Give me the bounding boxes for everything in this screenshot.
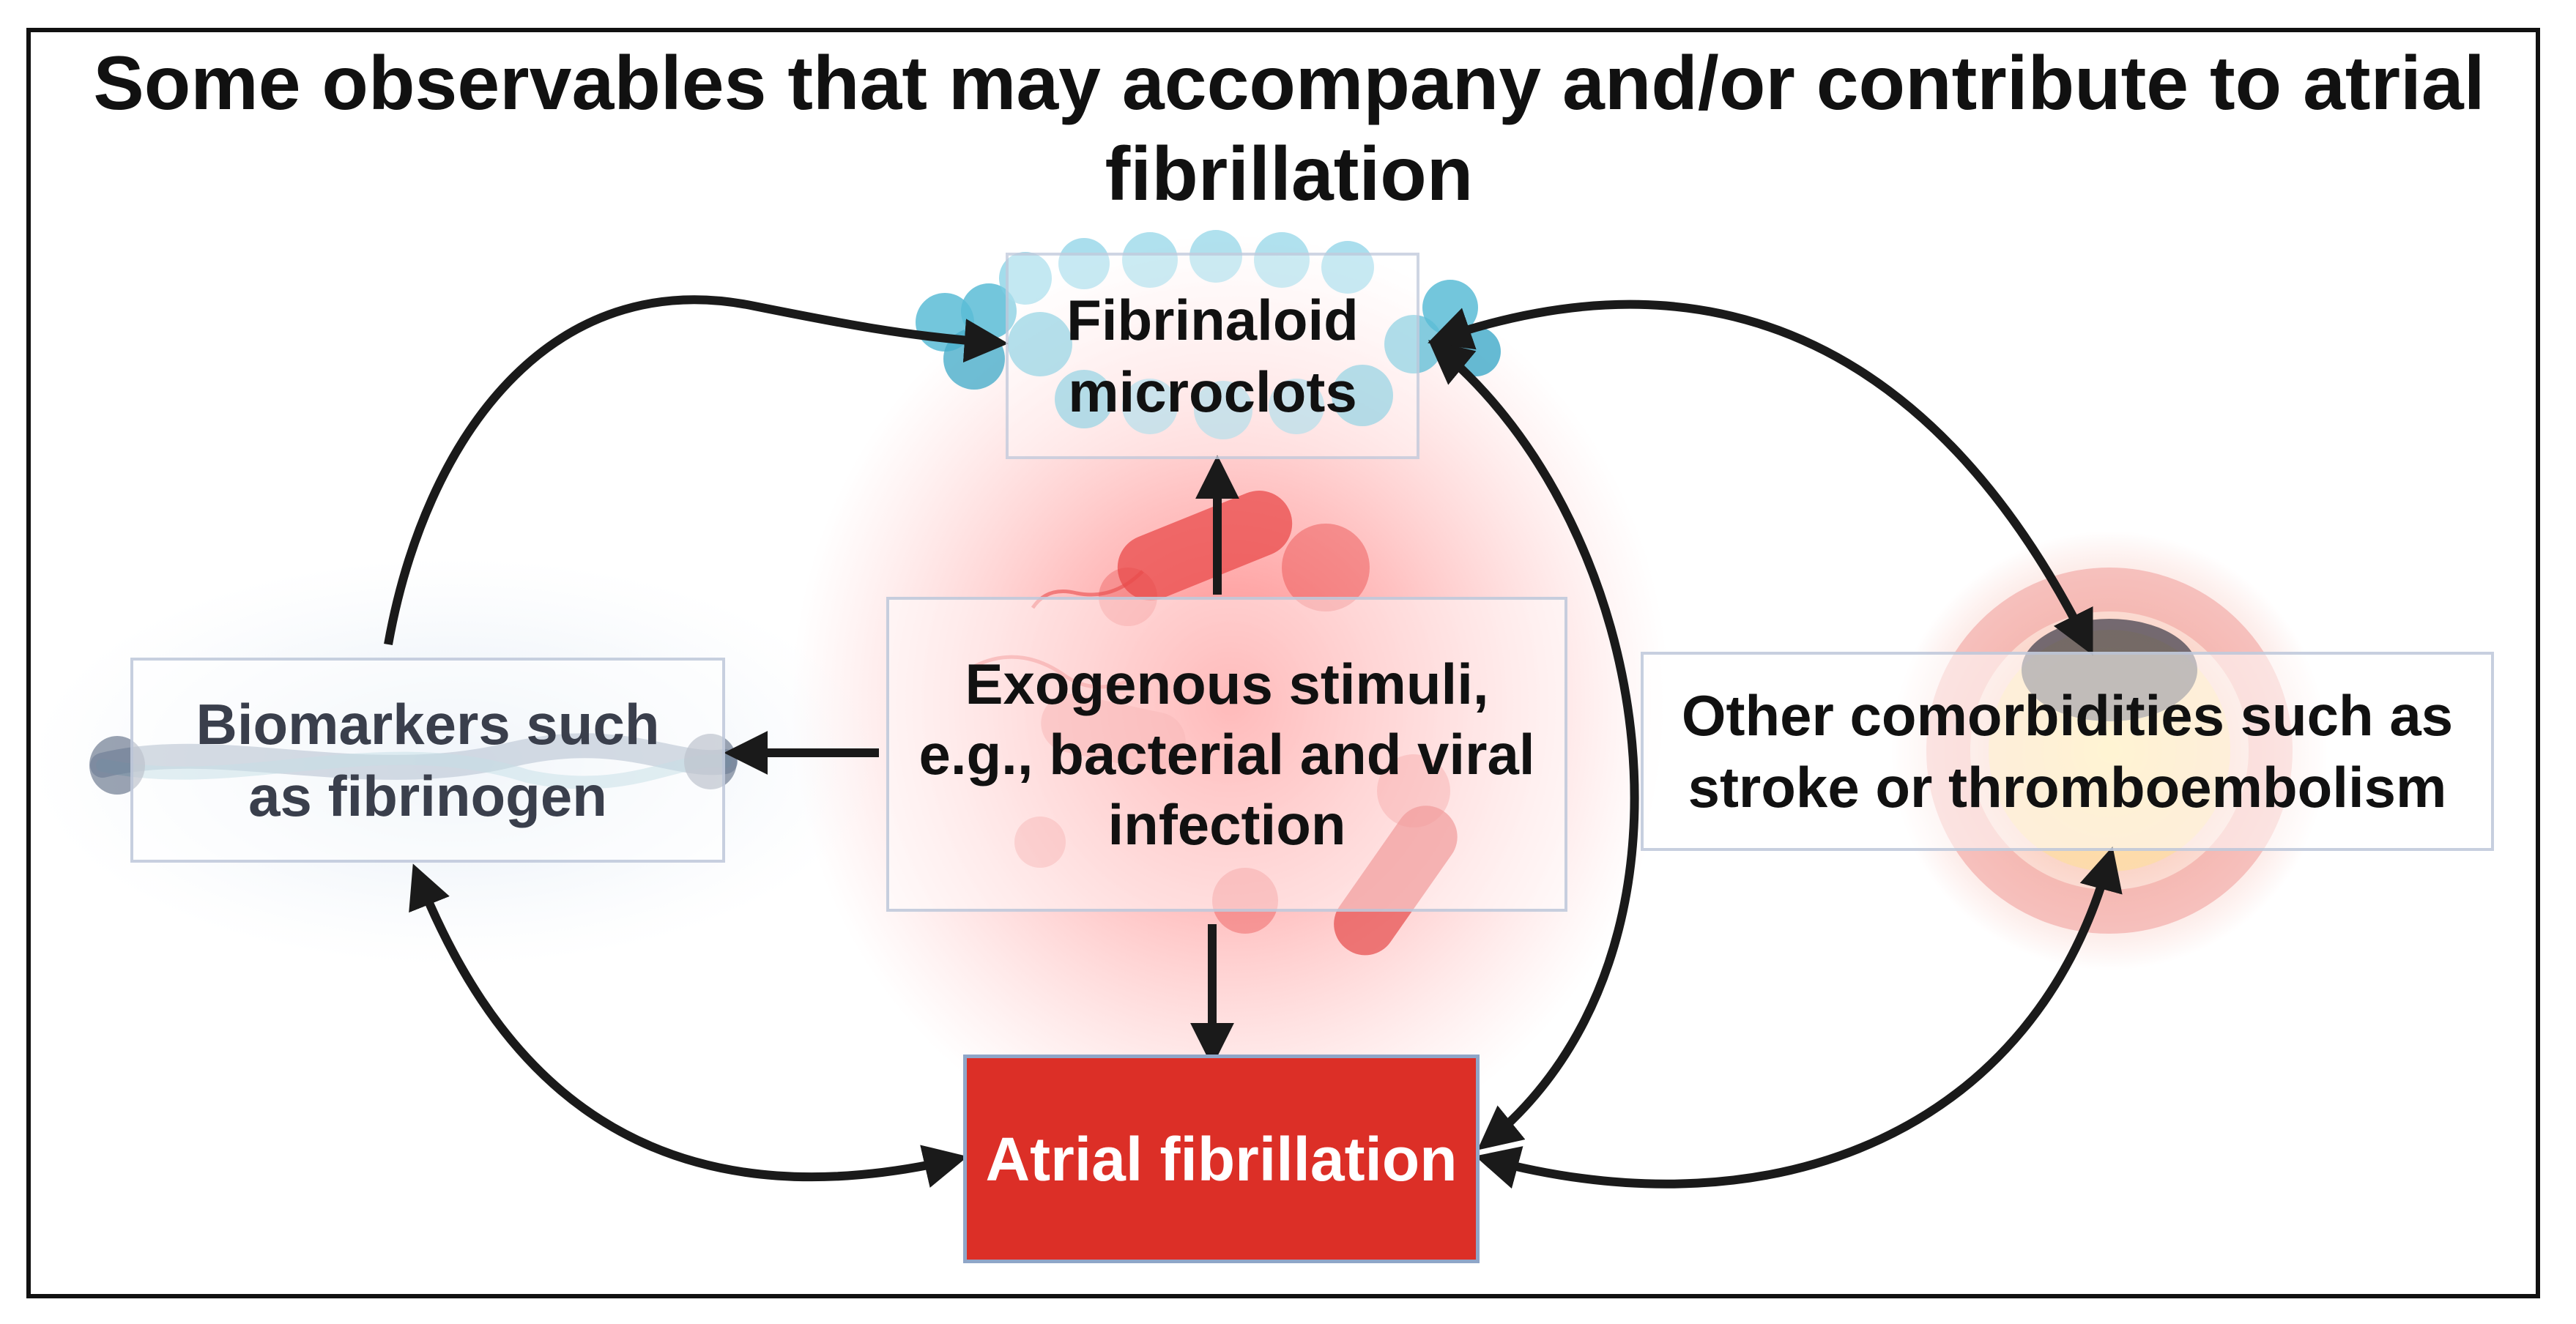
node-exogenous-stimuli: Exogenous stimuli, e.g., bacterial and v… xyxy=(886,597,1567,912)
node-fibrinaloid-microclots: Fibrinaloid microclots xyxy=(1006,253,1419,459)
figure-title: Some observables that may accompany and/… xyxy=(93,41,2485,217)
arrow-biomarkers-to-microclots xyxy=(384,295,1009,646)
node-atrial-fibrillation: Atrial fibrillation xyxy=(963,1055,1480,1263)
node-other-comorbidities: Other comorbidities such as stroke or th… xyxy=(1641,652,2494,851)
node-biomarkers: Biomarkers such as fibrinogen xyxy=(130,658,725,863)
node-label: Other comorbidities such as stroke or th… xyxy=(1681,683,2454,819)
node-label: Exogenous stimuli, e.g., bacterial and v… xyxy=(918,652,1535,857)
figure-border xyxy=(26,28,2540,1298)
arrows xyxy=(384,295,2123,1189)
node-label: Biomarkers such as fibrinogen xyxy=(196,692,660,828)
arrow-biomarkers-atrial-fibrillation xyxy=(409,863,968,1188)
arrow-atrial-fibrillation-comorbidities xyxy=(1474,846,2123,1189)
node-label: Atrial fibrillation xyxy=(985,1124,1458,1194)
arrow-microclots-comorbidities xyxy=(1428,300,2093,656)
node-label: Fibrinaloid microclots xyxy=(1066,288,1359,424)
bacteria-icon xyxy=(973,491,1458,956)
